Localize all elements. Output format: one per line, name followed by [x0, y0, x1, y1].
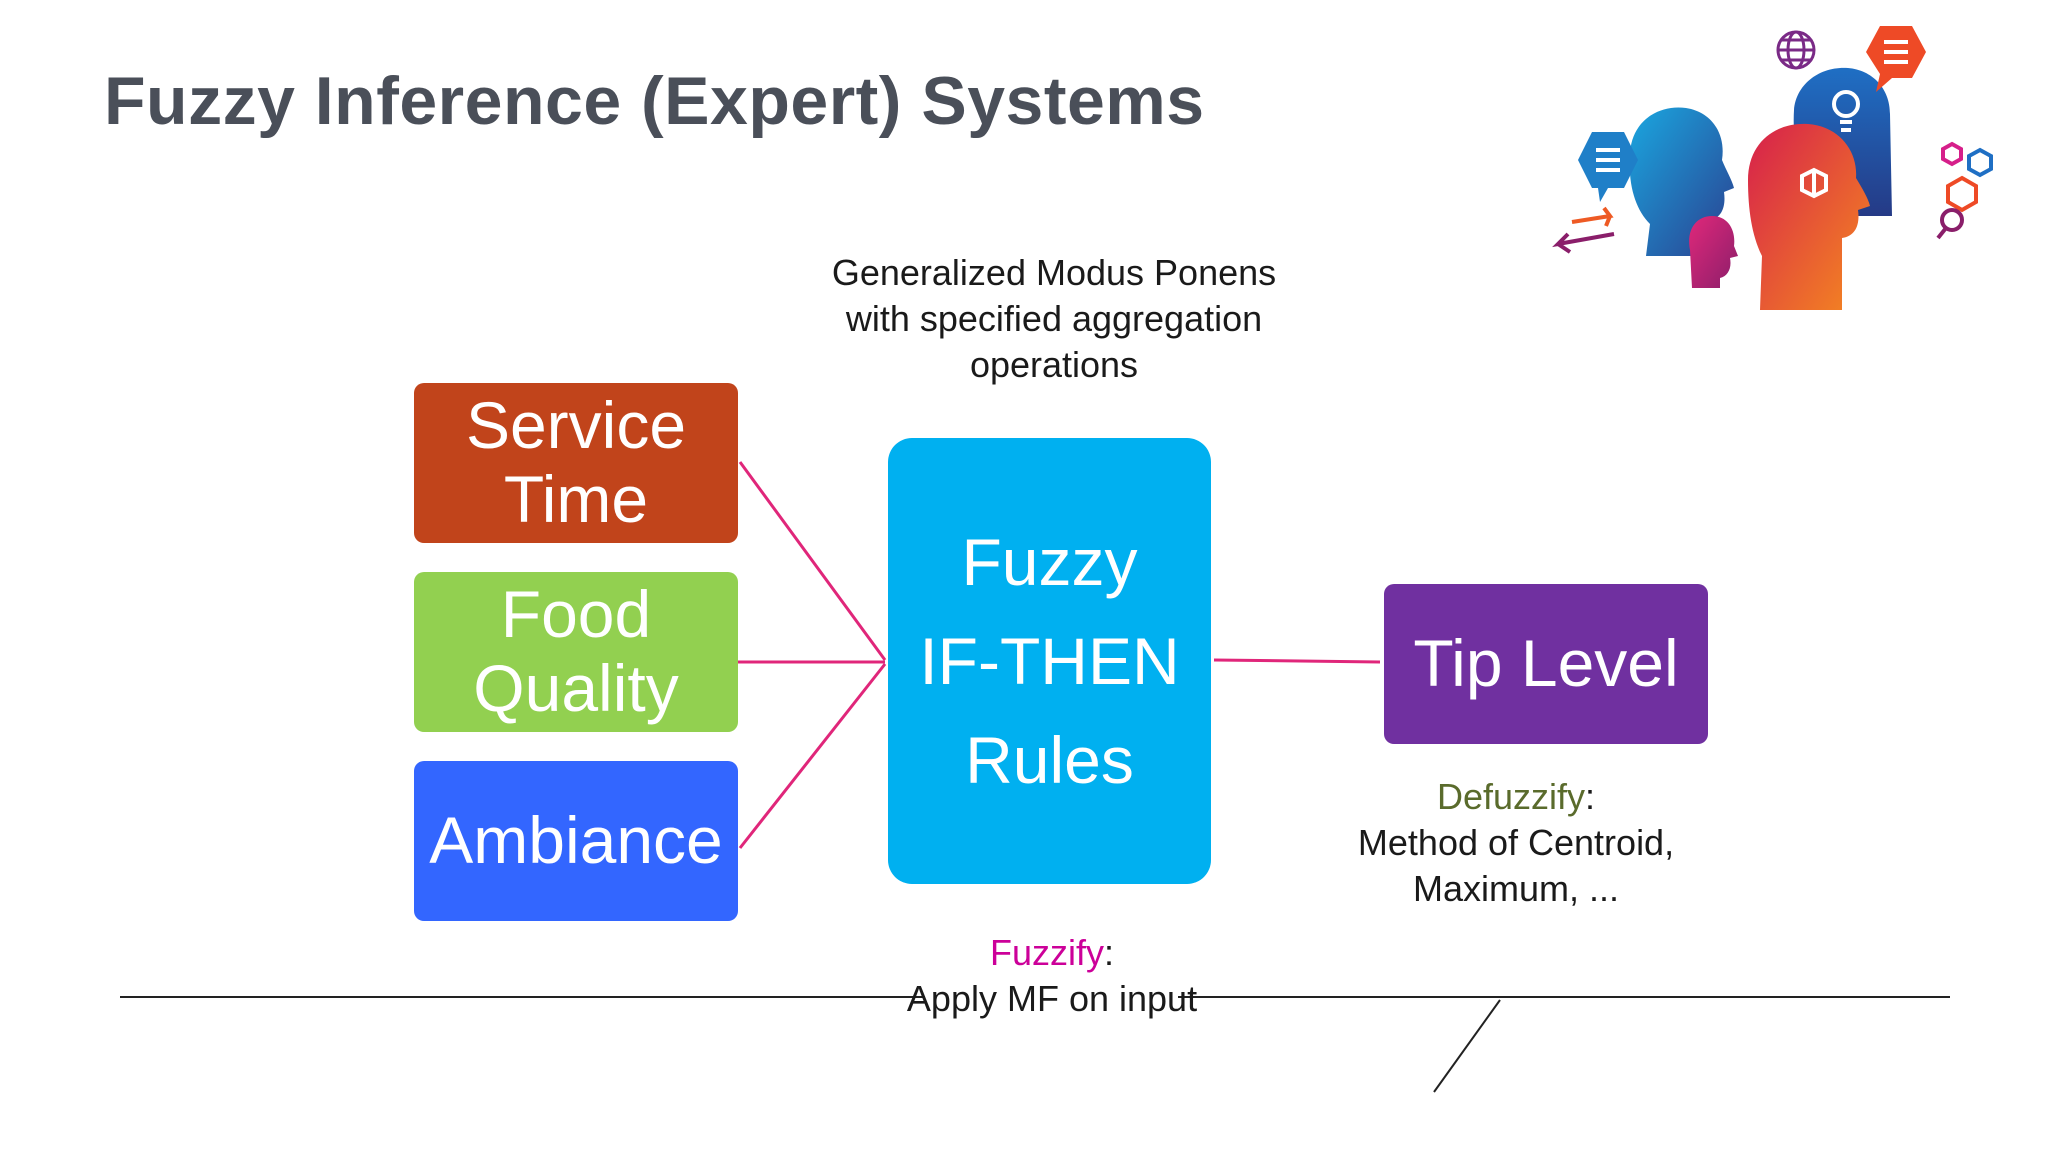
globe-icon	[1776, 30, 1816, 70]
red-head-icon	[1748, 123, 1870, 311]
cube-icon	[1800, 167, 1828, 199]
input-food-quality: Food Quality	[414, 572, 738, 732]
output-tip-level: Tip Level	[1384, 584, 1708, 744]
input-service-time: Service Time	[414, 383, 738, 543]
menu-badge-icon	[1866, 26, 1926, 92]
fuzzify-note: Fuzzify: Apply MF on input	[902, 930, 1202, 1022]
lightbulb-icon	[1832, 90, 1860, 132]
connector-rules-to-tip	[1213, 658, 1381, 664]
fuzzy-rules-box: Fuzzy IF-THEN Rules	[888, 438, 1211, 884]
defuzzify-line-1: Method of Centroid,	[1357, 822, 1675, 863]
pink-head-icon	[1689, 216, 1738, 288]
gmp-note: Generalized Modus Ponens with specified …	[831, 252, 1277, 385]
hexagon-cluster-icon	[1936, 141, 1993, 240]
baseline-slash	[1433, 999, 1501, 1093]
defuzzify-line-2: Maximum, ...	[1412, 868, 1619, 909]
defuzzify-heading: Defuzzify:	[1436, 776, 1596, 817]
slide-title: Fuzzy Inference (Expert) Systems	[104, 63, 1205, 139]
input-ambiance: Ambiance	[414, 761, 738, 921]
list-badge-icon	[1578, 132, 1638, 202]
connector-service-to-rules	[738, 461, 887, 661]
defuzzify-note: Defuzzify: Method of Centroid, Maximum, …	[1286, 774, 1746, 912]
fuzzify-body: Apply MF on input	[906, 978, 1198, 1019]
connector-ambiance-to-rules	[738, 663, 887, 849]
arrows-icon	[1552, 206, 1615, 254]
brain-heads-illustration	[1552, 26, 1993, 311]
fuzzify-heading: Fuzzify:	[989, 932, 1115, 973]
